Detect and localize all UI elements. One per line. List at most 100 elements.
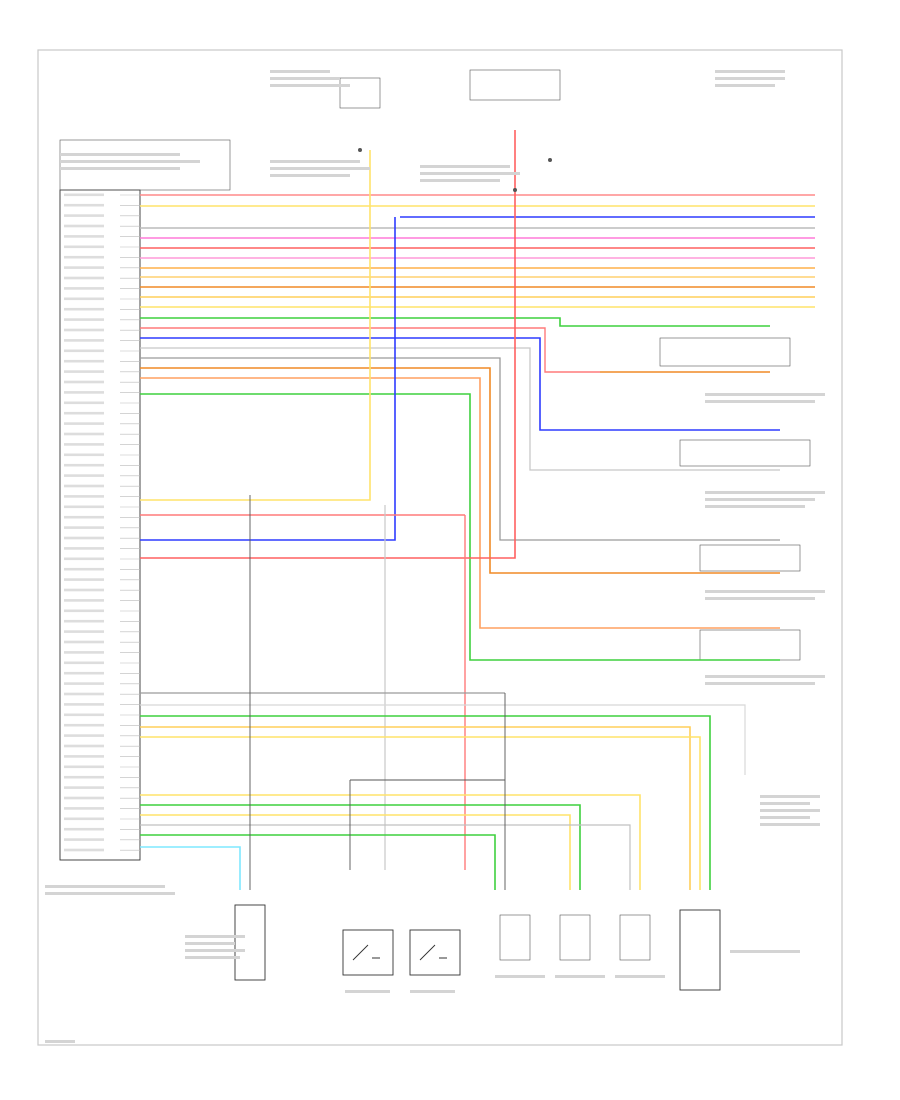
splice-dot-3 — [548, 158, 552, 162]
module-pin-label-placeholder — [64, 495, 104, 498]
module-pin-label-placeholder — [64, 765, 104, 769]
sensor-connector-1 — [659, 337, 791, 367]
module-pin-label-placeholder — [64, 734, 104, 737]
module-pin-label-placeholder — [64, 328, 104, 332]
module-pin-label-placeholder — [64, 401, 104, 405]
module-pin-label-placeholder — [64, 235, 104, 238]
module-pin-label-placeholder — [64, 578, 104, 581]
splice-dot-2 — [513, 188, 517, 192]
right-side-airbag — [679, 909, 721, 991]
module-pin-label-placeholder — [64, 786, 104, 789]
module-pin-label-placeholder — [64, 703, 104, 706]
left-pretensioner — [499, 914, 531, 961]
module-pin-label-placeholder — [64, 255, 104, 259]
module-pin-label-placeholder — [64, 484, 104, 488]
wire-yellow-lower-2 — [140, 794, 641, 890]
module-pin-label-placeholder — [64, 307, 104, 311]
driver-switch-symbol — [352, 944, 380, 961]
module-pin-label-placeholder — [64, 359, 104, 363]
module-pin-label-placeholder — [64, 380, 104, 384]
wire-green-2 — [140, 393, 600, 661]
wire-gray-lower-2 — [140, 824, 631, 890]
module-pin-label-placeholder — [64, 713, 104, 717]
left-side-airbag — [619, 914, 651, 961]
module-pin-label-placeholder — [64, 203, 104, 207]
module-pin-label-placeholder — [64, 245, 104, 249]
module-pin-label-placeholder — [64, 453, 104, 457]
module-pin-label-placeholder — [64, 755, 104, 758]
top-connector-center — [469, 69, 561, 101]
module-pin-label-placeholder — [64, 599, 104, 602]
wire-cyan-lower — [140, 846, 241, 890]
module-pin-label-placeholder — [64, 505, 104, 509]
module-pin-label-placeholder — [64, 692, 104, 696]
module-pin-label-placeholder — [64, 619, 104, 623]
diagram-frame — [37, 49, 843, 1046]
top-wire-bundle — [140, 194, 815, 308]
module-pin-label-placeholder — [64, 515, 104, 519]
wire-yellow-lower — [140, 736, 701, 890]
wire-blue-2 — [140, 337, 600, 431]
module-pin-label-placeholder — [64, 349, 104, 353]
module-pin-label-placeholder — [64, 214, 104, 217]
wire-green-lower-2 — [140, 804, 581, 890]
module-pin-label-placeholder — [64, 432, 104, 436]
right-pretensioner — [559, 914, 591, 961]
module-pin-label-placeholder — [64, 443, 104, 446]
module-pin-label-placeholder — [64, 526, 104, 529]
top-connectors — [339, 69, 561, 192]
module-pin-label-placeholder — [64, 422, 104, 425]
driver-seat-belt-switch — [342, 929, 394, 976]
wire-blue-trunk — [140, 217, 396, 541]
wire-gray-3 — [140, 357, 600, 541]
wire-orange-lower — [140, 726, 691, 890]
passenger-sensor-box — [234, 904, 266, 981]
module-pin-label-placeholder — [64, 775, 104, 779]
sensor-connector-3 — [699, 544, 801, 572]
module-pin-label-placeholder — [64, 567, 104, 571]
middle-wire-bundle — [140, 317, 770, 661]
module-pin-label-placeholder — [64, 796, 104, 800]
module-pin-label-placeholder — [64, 276, 104, 280]
wire-green-1 — [140, 317, 770, 327]
wire-gray-2 — [140, 347, 600, 471]
module-pin-label-placeholder — [64, 297, 104, 301]
vertical-trunk-wires — [140, 130, 516, 870]
wire-red-3 — [140, 327, 600, 373]
wire-dark-orange-2 — [140, 367, 600, 574]
module-pin-label-placeholder — [64, 609, 104, 613]
splice-dot-1 — [358, 148, 362, 152]
module-pin-label-placeholder — [64, 463, 104, 467]
top-connector-left — [339, 77, 381, 109]
wire-orange-4 — [140, 377, 600, 629]
module-pin-label-placeholder — [64, 682, 104, 685]
module-pin-label-placeholder — [64, 651, 104, 654]
module-pin-label-placeholder — [64, 391, 104, 394]
module-pin-label-placeholder — [64, 287, 104, 290]
module-pin-label-placeholder — [64, 807, 104, 810]
wire-green-lower — [140, 715, 711, 890]
wire-yellow-lower-3 — [140, 814, 571, 890]
module-pin-label-placeholder — [64, 224, 104, 228]
lower-wire-group — [140, 495, 746, 890]
module-pin-label-placeholder — [64, 827, 104, 831]
sensor-connector-2 — [679, 439, 811, 467]
module-pin-label-placeholder — [64, 266, 104, 269]
module-header-box — [59, 139, 231, 191]
module-pin-label-placeholder — [64, 339, 104, 342]
passenger-switch-symbol — [419, 944, 447, 961]
module-connector-block — [59, 189, 141, 861]
wire-lightgray-lower — [140, 704, 746, 775]
module-pin-label-placeholder — [64, 547, 104, 550]
sensor-connector-4 — [699, 629, 801, 661]
module-pin-label-placeholder — [64, 838, 104, 841]
inflatable-restraint-module — [59, 139, 231, 861]
wire-red-trunk — [140, 130, 516, 559]
passenger-seat-belt-switch — [409, 929, 461, 976]
module-pin-label-placeholder — [64, 474, 104, 477]
module-pin-label-placeholder — [64, 661, 104, 665]
module-pin-rows — [64, 193, 140, 852]
module-pin-label-placeholder — [64, 744, 104, 748]
module-pin-label-placeholder — [64, 318, 104, 321]
module-pin-label-placeholder — [64, 411, 104, 415]
